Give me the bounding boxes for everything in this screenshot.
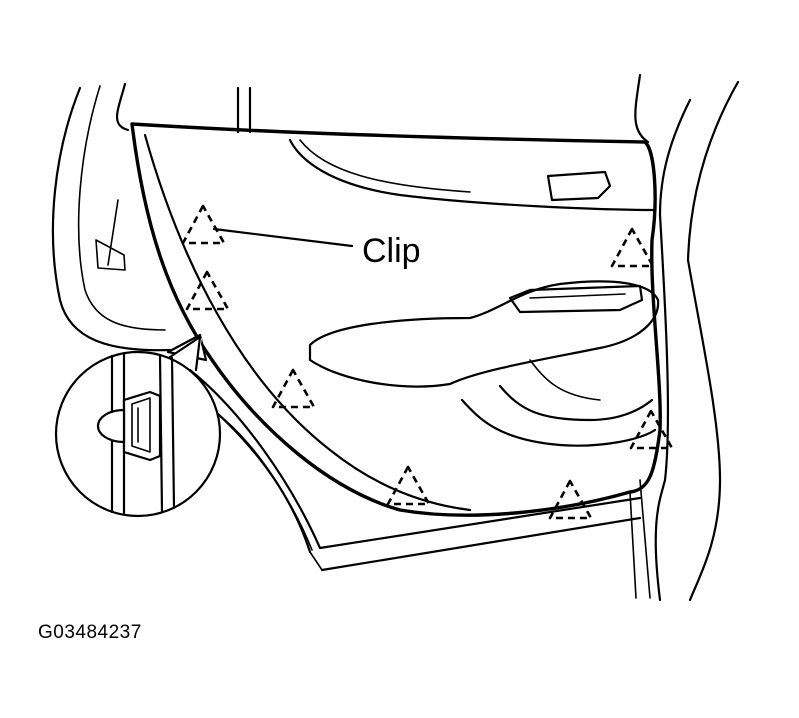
figure-id: G03484237 [38, 622, 142, 643]
body-panel-right [629, 213, 722, 602]
clip-detail-icon [122, 390, 162, 462]
window-frame-lines [236, 73, 740, 262]
clip-marker-2 [185, 270, 230, 311]
clip-marker-1 [181, 204, 226, 245]
clip-callout: Clip [212, 227, 421, 270]
clip-marker-5 [548, 479, 593, 520]
clip-marker-7 [629, 409, 674, 450]
callout-label: Clip [362, 232, 421, 270]
door-trim-panel [130, 122, 662, 517]
callout-leader-line [212, 227, 354, 248]
door-sill [188, 368, 642, 572]
door-opening-left-edge [51, 82, 172, 352]
clip-markers [181, 204, 674, 520]
clip-detail-inset [54, 333, 222, 518]
clip-marker-4 [386, 465, 431, 506]
clip-marker-6 [610, 227, 655, 268]
clip-marker-3 [271, 368, 316, 409]
